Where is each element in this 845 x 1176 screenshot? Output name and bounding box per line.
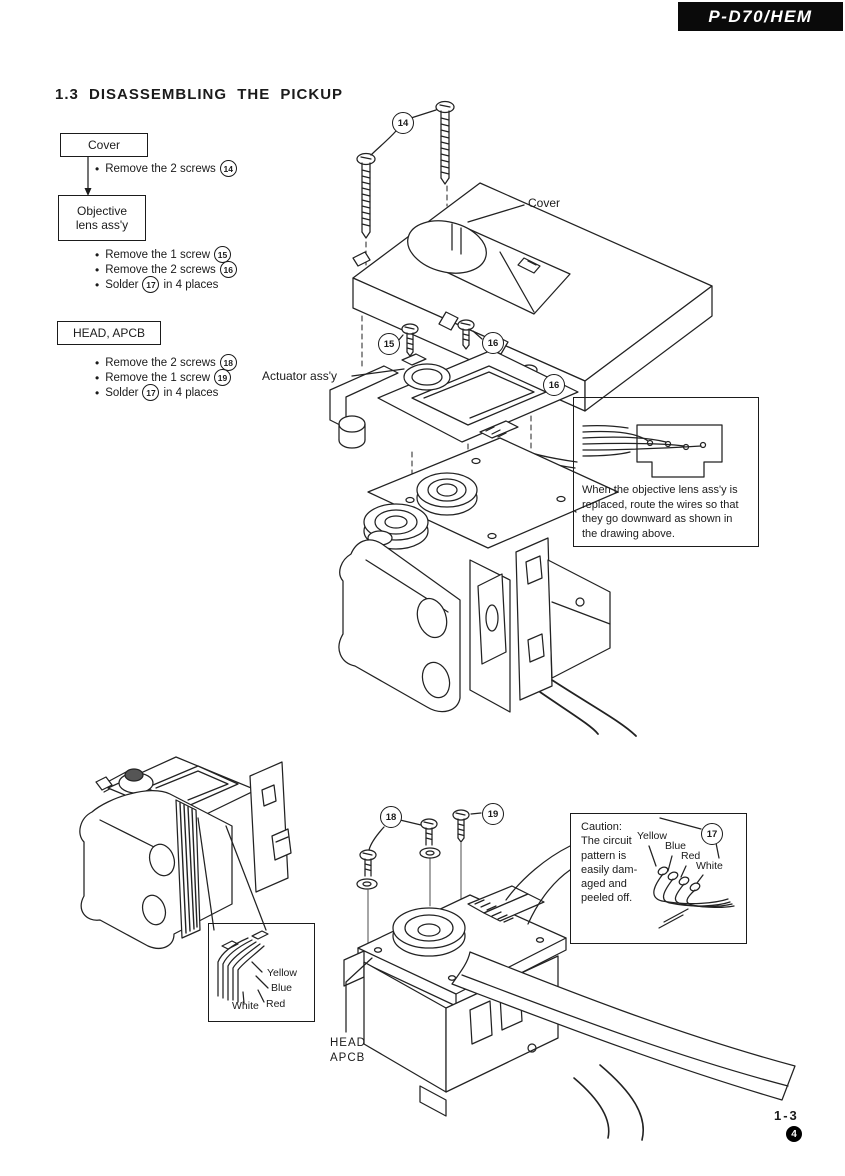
screw-14-right-drawing: [435, 100, 455, 185]
pickup-body-drawing: [338, 437, 637, 737]
step-text: Remove the 1 screw: [105, 248, 211, 261]
wire-color-inset-box: [208, 923, 315, 1022]
step-objective-2: Remove the 2 screws 16: [95, 261, 241, 278]
callout-16a: 16: [482, 332, 504, 354]
caution-label-white: White: [696, 860, 723, 872]
head-apcb-line-2: APCB: [330, 1052, 366, 1064]
screw-16a-drawing: [457, 319, 483, 350]
step-text-post: in 4 places: [163, 386, 219, 399]
step-text-post: in 4 places: [163, 278, 219, 291]
callout-19: 19: [482, 803, 504, 825]
caution-label-yellow: Yellow: [637, 830, 667, 842]
inset-label-red: Red: [266, 998, 286, 1010]
callout-14: 14: [392, 112, 414, 134]
inset-label-yellow: Yellow: [267, 967, 297, 979]
head-apcb-line-1: HEAD: [330, 1037, 366, 1049]
circled-number: 17: [142, 276, 160, 293]
note-line-4: the drawing above.: [582, 527, 675, 540]
step-text: Remove the 2 screws: [105, 162, 216, 175]
step-head-2: Remove the 1 screw 19: [95, 369, 235, 386]
note-line-1: When the objective lens ass'y is: [582, 484, 738, 496]
callout-16b: 16: [543, 374, 565, 396]
inset-label-blue: Blue: [271, 982, 293, 994]
actuator-assembly-drawing: [329, 349, 579, 449]
flow-box-objective-label-2: lens ass'y: [75, 218, 129, 232]
bottom-left-pickup-drawing: [79, 756, 292, 949]
model-label: P-D70/HEM: [708, 6, 813, 26]
caution-label-red: Red: [681, 850, 701, 862]
caution-line-2: The circuit: [581, 835, 632, 848]
caution-line-1: Caution:: [581, 821, 622, 833]
inset-label-white: White: [232, 1000, 259, 1012]
page-badge: 4: [786, 1126, 802, 1142]
step-head-3: Solder 17 in 4 places: [95, 384, 218, 401]
step-text: Solder: [105, 278, 139, 291]
caution-wire-drawing: [505, 817, 735, 929]
head-apcb-body-drawing: [343, 885, 796, 1141]
circled-number: 17: [142, 384, 160, 401]
callout-14-leaders: [370, 109, 437, 156]
actuator-diagram-label: Actuator ass'y: [262, 369, 337, 383]
step-objective-1: Remove the 1 screw 15: [95, 246, 235, 263]
step-text: Remove the 1 screw: [105, 371, 211, 384]
flow-box-head-apcb-label: HEAD, APCB: [72, 326, 146, 340]
flow-box-head-apcb: HEAD, APCB: [57, 321, 161, 345]
page-number: 1-3: [774, 1108, 799, 1123]
step-text: Solder: [105, 386, 139, 399]
caution-line-4: easily dam-: [581, 863, 638, 876]
caution-label-blue: Blue: [665, 840, 687, 852]
step-head-1: Remove the 2 screws 18: [95, 354, 241, 371]
callout-17: 17: [701, 823, 723, 845]
inset-wire-drawing: [217, 930, 269, 1004]
note-text: When the objective lens ass'y is replace…: [582, 483, 739, 541]
caution-line-5: aged and: [581, 878, 627, 891]
note-line-3: they go downward as shown in: [582, 513, 733, 526]
flow-box-objective: Objective lens ass'y: [58, 195, 146, 241]
callout-15: 15: [378, 333, 400, 355]
caution-box: [570, 813, 747, 944]
flow-box-objective-label-1: Objective: [76, 204, 128, 218]
cover-diagram-label: Cover: [528, 196, 561, 210]
circled-number: 14: [219, 160, 237, 177]
note-box: [573, 397, 759, 547]
screw-14-left-drawing: [356, 152, 376, 239]
note-box-wire-drawing: [582, 424, 723, 478]
callout-18: 18: [380, 806, 402, 828]
step-cover-1: Remove the 2 screws 14: [95, 160, 241, 177]
circled-number: 19: [214, 369, 232, 386]
flow-arrow: [84, 154, 92, 196]
circled-number: 16: [219, 261, 237, 278]
model-badge: P-D70/HEM: [678, 2, 843, 31]
step-text: Remove the 2 screws: [105, 356, 216, 369]
caution-line-6: peeled off.: [581, 892, 633, 905]
section-title: 1.3 DISASSEMBLING THE PICKUP: [55, 86, 344, 103]
step-objective-3: Solder 17 in 4 places: [95, 276, 218, 293]
caution-line-3: pattern is: [581, 849, 627, 862]
flow-box-cover: Cover: [60, 133, 148, 157]
screws-18-19-drawing: [356, 809, 482, 953]
step-text: Remove the 2 screws: [105, 263, 216, 276]
flow-box-cover-label: Cover: [87, 138, 120, 152]
caution-text: Caution: The circuit pattern is easily d…: [581, 820, 637, 906]
head-apcb-label: HEAD APCB: [330, 1036, 366, 1066]
note-line-2: replaced, route the wires so that: [582, 498, 739, 511]
